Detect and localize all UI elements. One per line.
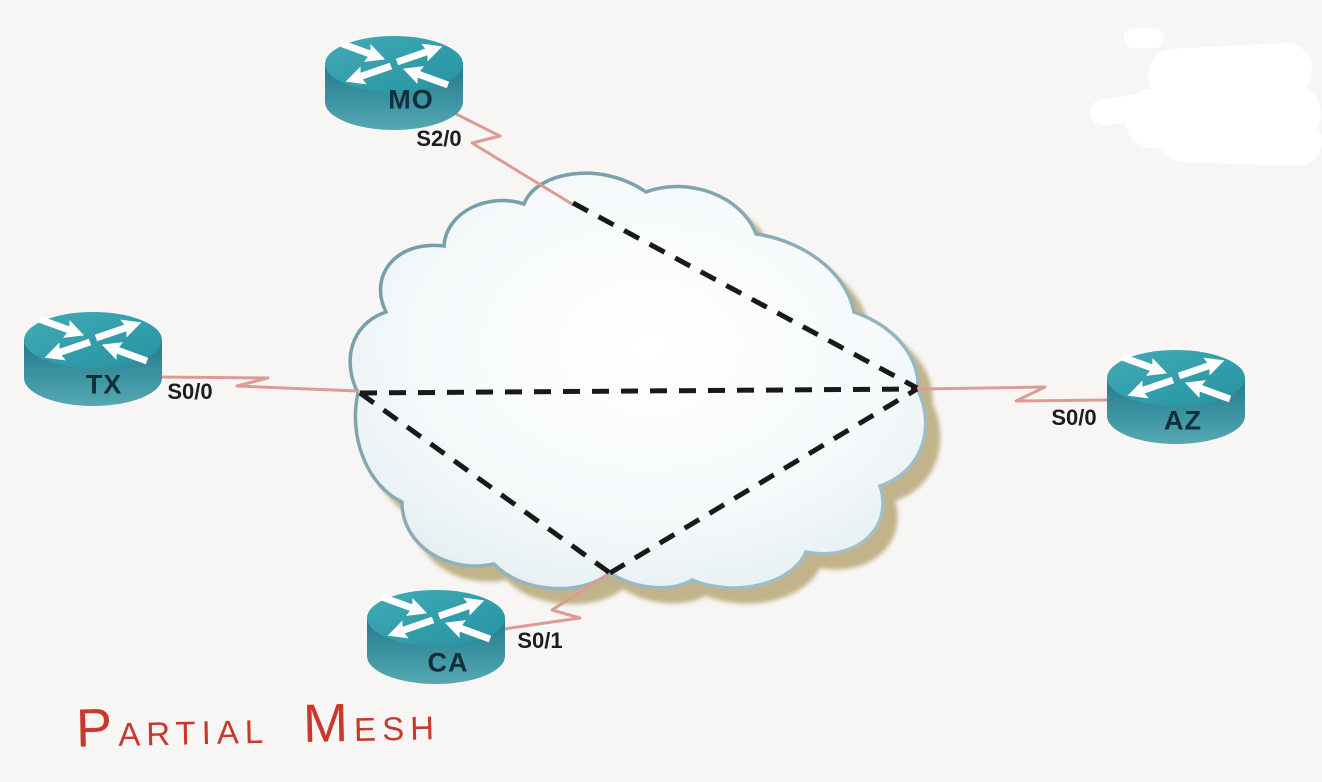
caption-word2-rest: ESH bbox=[353, 709, 441, 748]
caption-word2-initial: M bbox=[302, 692, 355, 755]
interface-label-mo: S2/0 bbox=[416, 126, 462, 151]
caption-partial-mesh: PARTIAL MESH bbox=[75, 692, 441, 759]
router-label-az: AZ bbox=[1164, 405, 1202, 436]
router-label-tx: TX bbox=[85, 369, 123, 400]
pvc-tx-ca bbox=[358, 390, 612, 576]
whiteout-smudge bbox=[1090, 28, 1322, 167]
pvc-tx-az bbox=[359, 386, 918, 396]
caption-word1-rest: ARTIAL bbox=[117, 712, 270, 753]
caption-word-gap bbox=[269, 742, 303, 743]
pvc-ca-az bbox=[608, 386, 919, 576]
serial-link-mo bbox=[450, 110, 574, 206]
serial-link-ca bbox=[502, 572, 610, 631]
caption-word1-initial: P bbox=[75, 697, 119, 759]
interface-label-ca: S0/1 bbox=[517, 628, 563, 653]
interface-label-tx: S0/0 bbox=[167, 379, 213, 404]
router-label-ca: CA bbox=[427, 647, 469, 678]
router-icon-mo bbox=[325, 34, 463, 130]
router-label-mo: MO bbox=[388, 84, 434, 115]
serial-link-az bbox=[916, 385, 1110, 403]
pvc-mo-az bbox=[571, 200, 919, 391]
interface-label-az: S0/0 bbox=[1051, 405, 1097, 430]
serial-link-tx bbox=[150, 375, 360, 393]
